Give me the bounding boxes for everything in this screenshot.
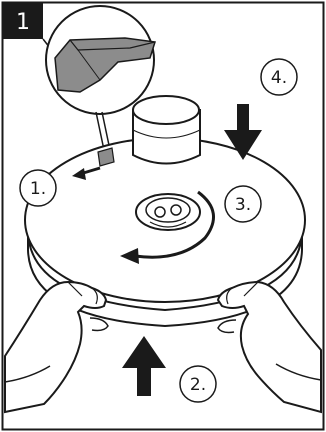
figure-number: 1	[16, 10, 30, 35]
center-hub	[136, 194, 200, 230]
step-2-label: 2.	[190, 375, 206, 395]
step-4-callout: 4.	[261, 59, 297, 95]
figure-number-badge: 1	[3, 3, 43, 39]
cylinder-part	[133, 96, 200, 164]
step-1-callout: 1.	[20, 170, 56, 206]
edge-clip	[98, 148, 114, 166]
step-3-callout: 3.	[225, 186, 261, 222]
step-3-label: 3.	[235, 195, 251, 215]
step-1-label: 1.	[30, 179, 46, 199]
step-2-callout: 2.	[180, 366, 216, 402]
step-4-label: 4.	[271, 68, 287, 88]
